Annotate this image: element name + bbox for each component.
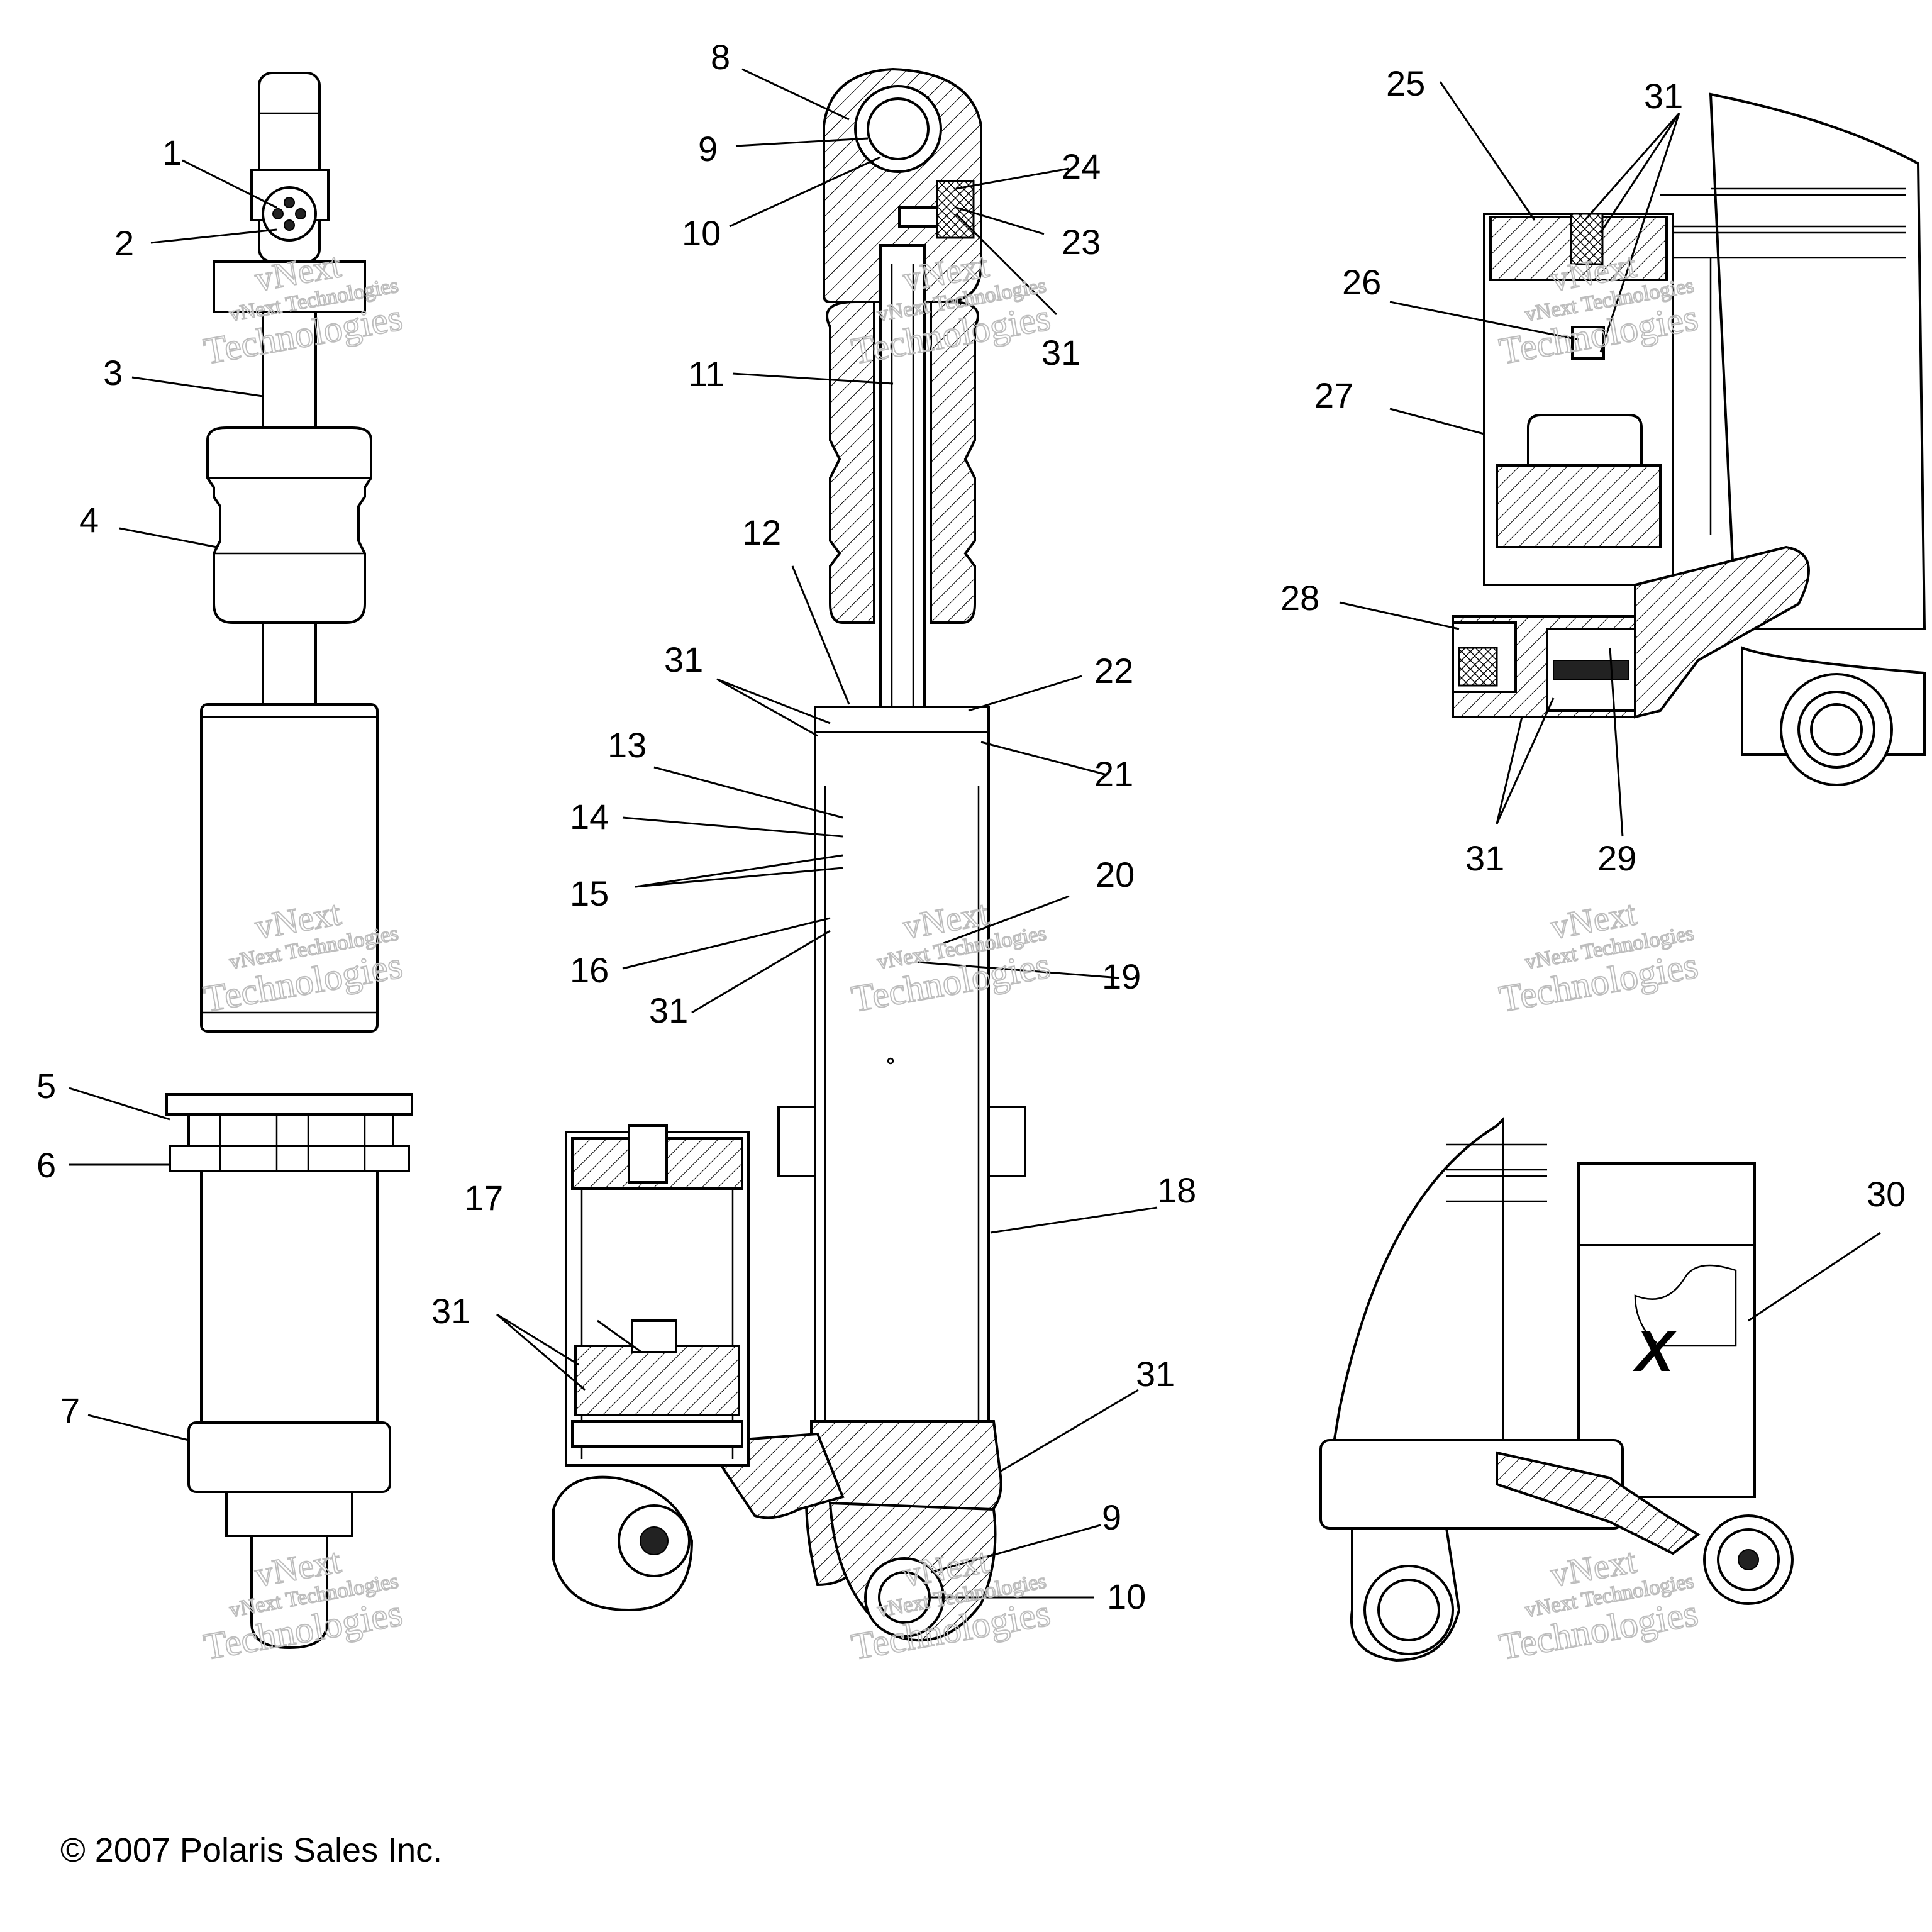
callout-16: 16: [570, 950, 609, 990]
callout-8: 8: [711, 37, 730, 77]
callout-2: 2: [114, 223, 134, 263]
reservoir-detail: [1452, 92, 1926, 786]
cutaway-shock: [552, 67, 1026, 1642]
callout-31-piston: 31: [649, 991, 688, 1030]
watermark: vNext vNext Technologies Technologies: [1496, 893, 1702, 1021]
callout-14: 14: [570, 797, 609, 836]
callout-1: 1: [162, 133, 182, 172]
callout-23: 23: [1062, 222, 1101, 262]
watermark: vNext vNext Technologies Technologies: [200, 245, 406, 373]
callout-31-seal: 31: [664, 640, 703, 679]
callout-11: 11: [688, 354, 724, 394]
callout-10-top: 10: [682, 213, 721, 253]
callout-12: 12: [742, 513, 781, 552]
callout-labels: 1 2 3 4 5 6 7 8 9 10 11 12 13 14 15 16 1…: [36, 37, 1906, 1616]
callout-21: 21: [1094, 754, 1133, 794]
callout-30: 30: [1867, 1174, 1906, 1214]
callout-19: 19: [1102, 957, 1141, 996]
logo-lettering: X: [1632, 1319, 1677, 1384]
callout-26: 26: [1342, 262, 1381, 302]
callout-31-valve: 31: [1465, 838, 1504, 878]
callout-22: 22: [1094, 651, 1133, 691]
copyright-notice: © 2007 Polaris Sales Inc.: [60, 1831, 442, 1869]
callout-13: 13: [608, 725, 647, 765]
callout-25: 25: [1386, 64, 1425, 103]
callout-29: 29: [1597, 838, 1636, 878]
assembled-shock: [165, 72, 413, 1650]
callout-5: 5: [36, 1066, 56, 1106]
callout-9-bottom: 9: [1102, 1497, 1121, 1537]
callout-6: 6: [36, 1145, 56, 1185]
callout-31-body: 31: [1136, 1354, 1175, 1394]
callout-17: 17: [464, 1178, 503, 1218]
callout-27: 27: [1314, 375, 1353, 415]
callout-9-top: 9: [698, 129, 718, 169]
watermark: vNext vNext Technologies Technologies: [200, 1541, 406, 1668]
leader-lines: [69, 68, 1881, 1599]
callout-24: 24: [1062, 147, 1101, 186]
watermark: vNext vNext Technologies Technologies: [848, 893, 1054, 1021]
callout-15: 15: [570, 874, 609, 913]
callout-4: 4: [79, 500, 99, 540]
callout-31-head: 31: [1041, 333, 1080, 372]
callout-31-reservoir-top: 31: [1644, 76, 1683, 116]
watermark: vNext vNext Technologies Technologies: [1496, 1541, 1702, 1668]
exterior-view: X: [1319, 1116, 1794, 1662]
callout-28: 28: [1280, 578, 1319, 618]
callout-18: 18: [1157, 1170, 1196, 1210]
callout-3: 3: [103, 353, 123, 392]
callout-20: 20: [1096, 855, 1135, 894]
callout-7: 7: [60, 1391, 80, 1430]
callout-10-bottom: 10: [1107, 1577, 1146, 1616]
callout-31-reservoir-left: 31: [431, 1291, 470, 1331]
